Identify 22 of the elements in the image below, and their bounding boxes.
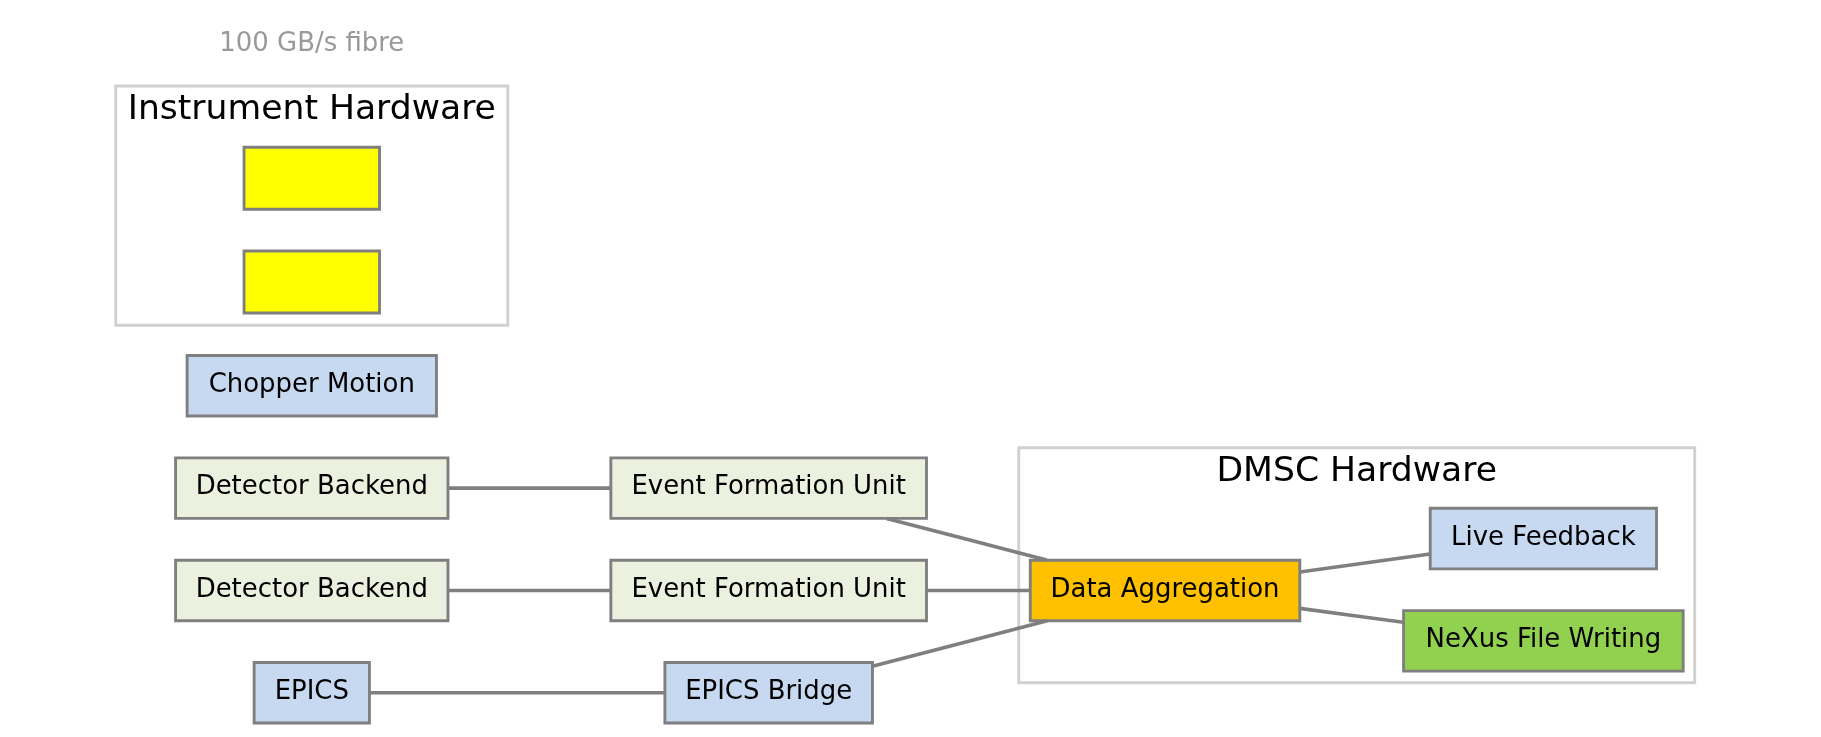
node-box: Data Aggregation bbox=[1028, 558, 1301, 623]
node-box: Detector Backend bbox=[173, 558, 449, 623]
node-box: Detector Backend bbox=[173, 456, 449, 520]
connector bbox=[871, 619, 1048, 668]
cluster: Instrument Hardware bbox=[113, 84, 509, 327]
connector bbox=[1299, 552, 1430, 574]
node-box: EPICS bbox=[252, 661, 371, 725]
connector bbox=[926, 588, 1030, 593]
connector bbox=[369, 691, 665, 695]
connector bbox=[447, 486, 611, 490]
label: 100 GB/s fibre bbox=[218, 26, 404, 57]
connector bbox=[885, 516, 1047, 562]
node-box: NeXus File Writing bbox=[1401, 609, 1685, 673]
node-box bbox=[242, 249, 381, 315]
node-box: Event Formation Unit bbox=[608, 456, 928, 520]
node-box: EPICS Bridge bbox=[662, 661, 874, 725]
connector bbox=[1299, 606, 1403, 625]
node-box: Live Feedback bbox=[1428, 506, 1658, 571]
node-box: Event Formation Unit bbox=[608, 558, 928, 623]
node-box: Chopper Motion bbox=[185, 354, 438, 418]
connector bbox=[447, 588, 611, 593]
node-box bbox=[242, 145, 381, 211]
